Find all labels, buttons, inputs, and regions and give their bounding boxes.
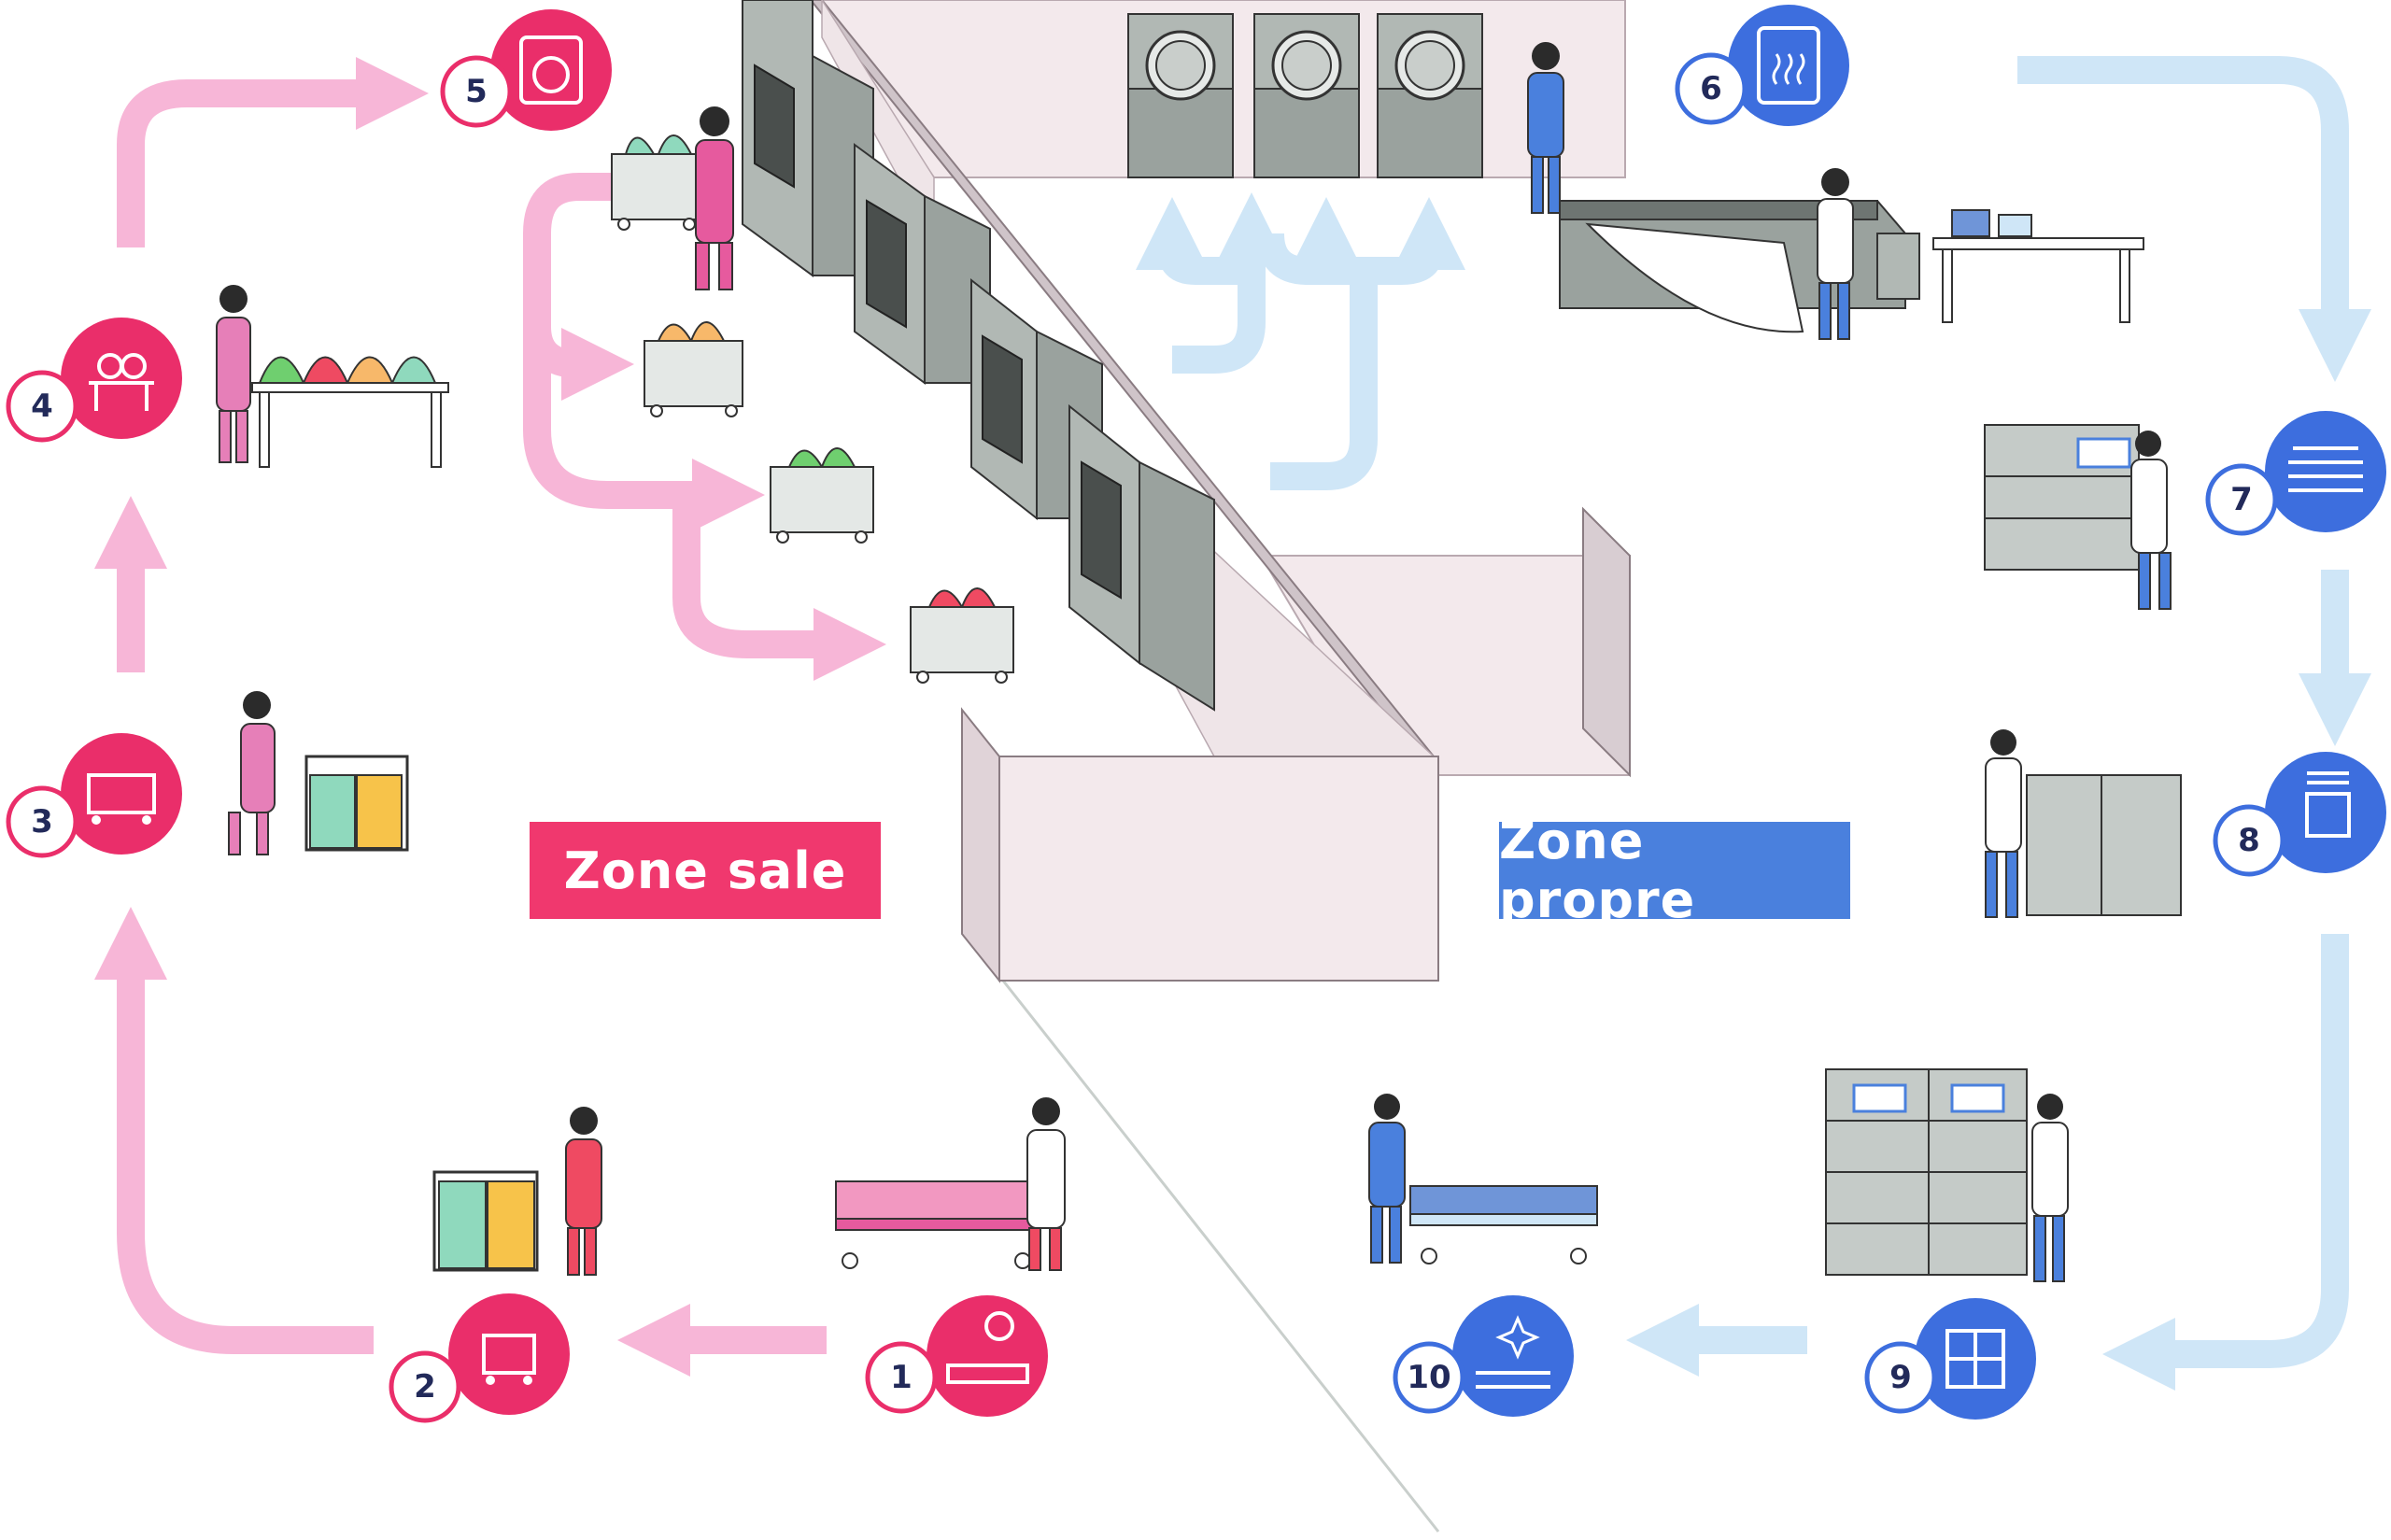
- folded-linen-icon: [2265, 411, 2386, 532]
- step-7-number: 7: [2230, 481, 2253, 518]
- worker-loading-washer: [695, 106, 734, 290]
- patient-bed-clean: [1368, 1094, 1598, 1264]
- clean-storage-cabinet: [1825, 1068, 2069, 1282]
- clean-cart-icon: [2265, 752, 2386, 873]
- clean-transport-cart: [1985, 729, 2182, 918]
- zone-divider-line: [997, 975, 1440, 1533]
- step-6-number: 6: [1700, 70, 1722, 107]
- step-4-number: 4: [31, 388, 53, 425]
- patient-bed-dirty: [835, 1097, 1066, 1271]
- linen-shelving-unit: [1984, 424, 2172, 610]
- barrier-washers: [742, 0, 1215, 712]
- step-5-number: 5: [465, 73, 488, 110]
- laundry-cart-icon: [448, 1293, 570, 1415]
- dirty-zone-label: Zone sale: [530, 822, 881, 919]
- clean-bed-icon: [1452, 1295, 1574, 1417]
- ironer-machine: [1559, 200, 1920, 333]
- step-4-badge: 4: [6, 318, 182, 443]
- staff-figures: [216, 42, 2182, 1282]
- step-6-badge: 6: [1675, 5, 1849, 126]
- step-5-badge: 5: [440, 9, 612, 131]
- step-1-number: 1: [890, 1359, 913, 1396]
- step-3-badge: 3: [6, 733, 182, 858]
- worker-pushing-cart: [228, 691, 409, 855]
- front-wall: [961, 707, 1439, 983]
- worker-sorting: [216, 285, 449, 468]
- contaminated-bed-icon: [927, 1295, 1048, 1417]
- step-1-badge: 1: [865, 1295, 1048, 1417]
- step-7-badge: 7: [2205, 411, 2386, 536]
- washing-machine-icon: [490, 9, 612, 131]
- step-badges: 1 2 3 4: [6, 5, 2386, 1423]
- step-8-badge: 8: [2213, 752, 2386, 877]
- step-2-badge: 2: [389, 1293, 570, 1423]
- worker-at-ironer: [1817, 168, 1854, 340]
- step-10-badge: 10: [1393, 1295, 1574, 1417]
- dryers: [1127, 13, 1483, 178]
- step-3-number: 3: [31, 803, 53, 841]
- step-10-number: 10: [1407, 1359, 1450, 1396]
- bag-cart-icon: [61, 733, 182, 855]
- step-8-number: 8: [2238, 822, 2260, 859]
- step-2-number: 2: [414, 1368, 436, 1406]
- folding-table: [1932, 209, 2144, 323]
- worker-at-dryer: [1527, 42, 1564, 214]
- sorting-table-icon: [61, 318, 182, 439]
- step-9-badge: 9: [1864, 1298, 2036, 1420]
- clean-flow-arrows: [1136, 56, 2371, 1391]
- step-9-number: 9: [1889, 1359, 1912, 1396]
- clean-zone-label: Zone propre: [1499, 812, 1850, 929]
- dryer-icon: [1728, 5, 1849, 126]
- worker-collecting-linen: [432, 1107, 602, 1276]
- dirty-flow-arrows: [94, 57, 886, 1377]
- dirty-carts: [611, 134, 1014, 684]
